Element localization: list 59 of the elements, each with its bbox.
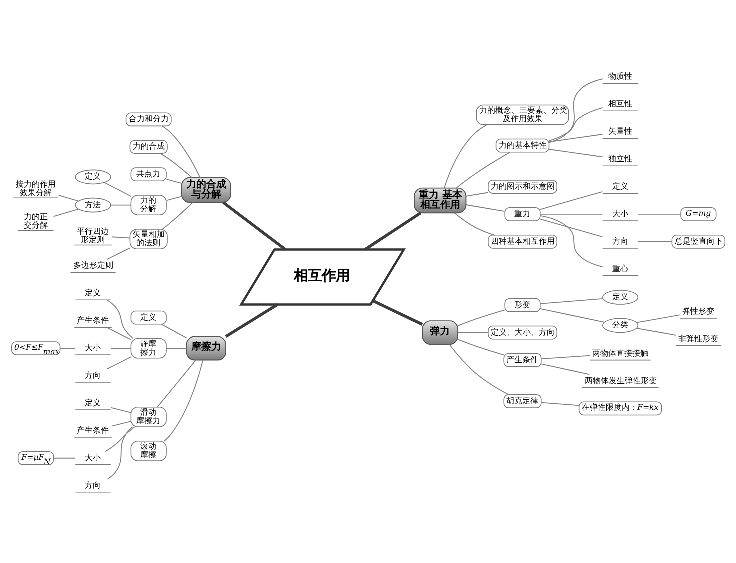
connector [110,407,132,414]
node-box: 力的合成与分解 [180,177,231,204]
node-box: 重力 基本相互作用 [414,188,466,214]
connector [457,332,488,334]
connector [106,300,134,340]
connector [540,364,590,376]
connector [448,344,509,396]
connector [548,134,603,143]
connector [163,360,204,442]
connector [160,153,192,178]
connector [111,421,132,427]
connector [222,202,286,251]
connector [52,208,79,218]
connector [110,204,132,206]
connector [454,212,495,236]
connector [364,212,422,251]
connector [444,124,488,189]
connector [166,348,187,349]
node-box: 弹力 [422,320,458,346]
connector [636,314,680,324]
connector [372,300,423,326]
connector [106,248,130,260]
connector [540,402,580,406]
connector [539,308,605,323]
connector [52,458,76,459]
connector [106,356,132,370]
connector [161,126,200,178]
connector [224,304,278,338]
connector [156,360,196,408]
connector [59,348,76,349]
connector [104,426,135,452]
connector [456,152,510,189]
connector [106,327,132,340]
connector [465,192,488,197]
connector [166,178,182,184]
connector [111,236,130,239]
connector [548,78,603,144]
connector [540,216,603,268]
connector [465,204,505,212]
connector [457,339,504,356]
connector [166,196,182,202]
node-box: 摩擦力 [186,336,226,361]
connector [457,310,505,326]
connector [106,426,133,480]
connector [636,328,676,336]
connector [548,149,603,158]
connector [162,202,193,230]
connector [160,324,187,339]
connector [637,214,681,215]
connector [548,108,603,142]
connector [540,355,590,360]
connector [110,348,132,349]
connector [103,182,132,197]
connector [58,194,79,202]
connector [539,298,603,304]
connector [539,191,603,210]
connector [637,241,672,242]
connector [539,214,603,215]
connector [539,218,603,238]
